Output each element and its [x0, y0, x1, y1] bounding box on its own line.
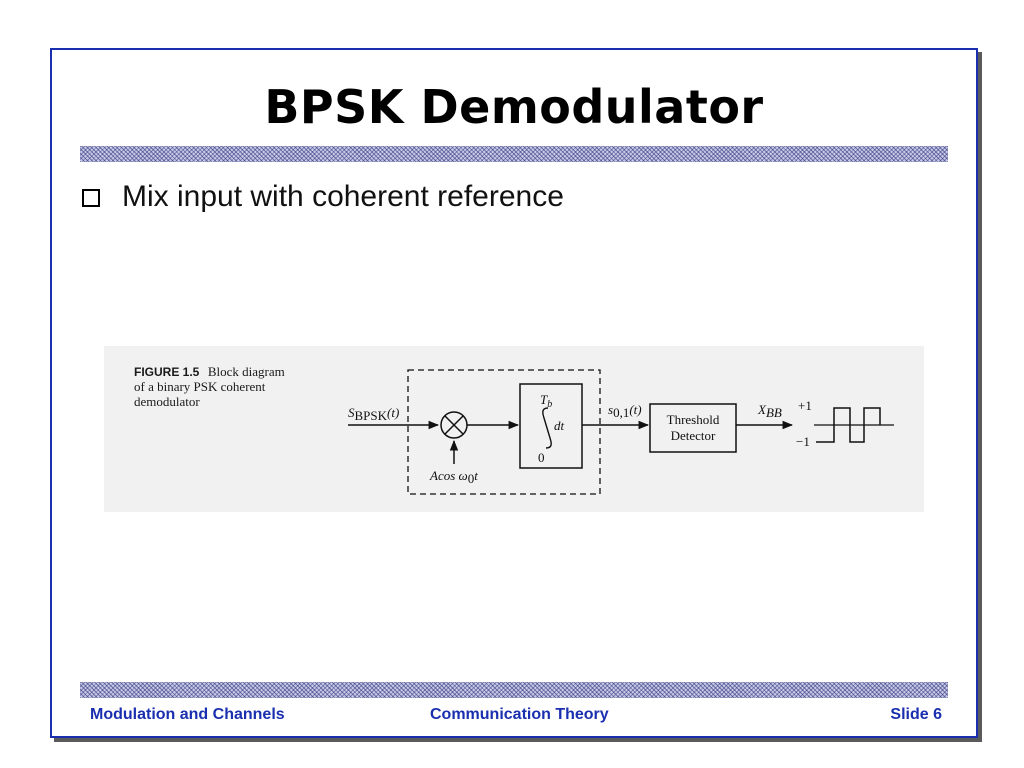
footer-slide-number: Slide 6: [890, 706, 942, 723]
bullet-item: Mix input with coherent reference: [82, 180, 564, 214]
output-signal-label: XBB: [757, 402, 782, 420]
level-plus-label: +1: [798, 398, 812, 413]
checkbox-bullet-icon: [82, 189, 100, 207]
integral-upper-limit: Tb: [540, 392, 552, 410]
caption-line-3: demodulator: [134, 394, 200, 409]
square-wave-output: [816, 407, 881, 443]
caption-line-1: FIGURE 1.5 Block diagram: [134, 363, 285, 380]
level-minus-label: −1: [796, 434, 810, 449]
block-diagram: FIGURE 1.5 Block diagram of a binary PSK…: [134, 363, 894, 495]
threshold-detector-box: [649, 403, 737, 453]
bottom-divider: [80, 682, 948, 698]
block-diagram-figure: FIGURE 1.5 Block diagram of a binary PSK…: [104, 346, 924, 512]
integral-dt: dt: [554, 418, 565, 433]
integrator-output-label: s0,1(t): [608, 402, 642, 420]
integrator-box: [519, 383, 583, 469]
top-divider: [80, 146, 948, 162]
input-signal-label: SBPSK(t): [348, 405, 399, 423]
detector-label-2: Detector: [671, 428, 716, 443]
integral-sign-icon: [542, 407, 552, 449]
detector-label-1: Threshold: [667, 412, 720, 427]
integral-lower-limit: 0: [538, 450, 545, 465]
correlator-dashed-box: [407, 369, 601, 495]
caption-line-2: of a binary PSK coherent: [134, 379, 266, 394]
mixer-multiply-icon: [440, 411, 468, 439]
footer-course-name: Modulation and Channels: [90, 706, 285, 723]
bullet-text: Mix input with coherent reference: [122, 180, 564, 213]
reference-label: Acos ω0t: [429, 468, 478, 486]
slide-frame: BPSK Demodulator Mix input with coherent…: [50, 48, 978, 738]
footer-subject: Communication Theory: [430, 706, 609, 723]
slide-title: BPSK Demodulator: [264, 80, 764, 134]
